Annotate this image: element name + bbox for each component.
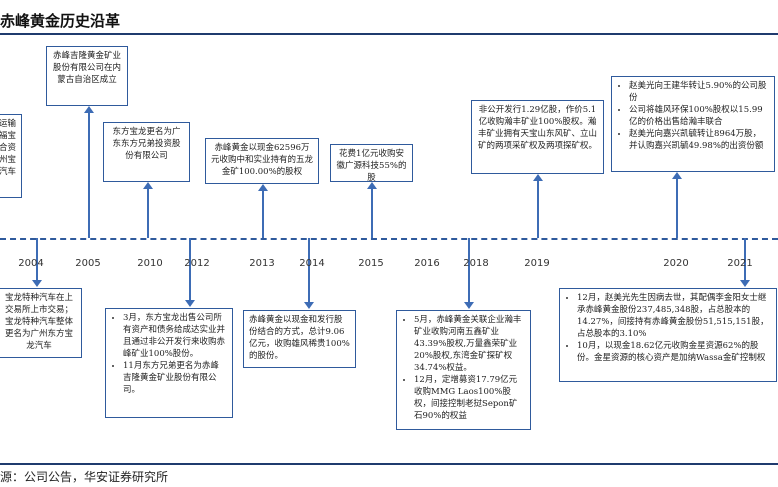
timeline-axis (0, 238, 778, 240)
year-label: 2010 (137, 258, 163, 269)
year-label: 2015 (358, 258, 384, 269)
connector-2012 (189, 238, 191, 300)
connector-2013 (262, 190, 264, 238)
connector-2021 (744, 238, 746, 280)
connector-2005 (88, 112, 90, 238)
connector-2015 (371, 188, 373, 238)
event-box-top-4: 花费1亿元收购安徽广源科技55%的股 (330, 144, 413, 182)
year-label: 2019 (524, 258, 550, 269)
connector-2018 (468, 238, 470, 303)
arrow-2014 (304, 302, 314, 309)
source-note: 源：公司公告，华安证券研究所 (0, 470, 169, 484)
event-bottom-1-item-0: 3月，东方宝龙出售公司所有资产和债务给成达实业并且通过非公开发行来收购赤峰矿业1… (123, 312, 227, 360)
event-box-bottom-3: 5月，赤峰黄金关联企业瀚丰矿业收购河南五鑫矿业43.39%股权,万量鑫荣矿业20… (396, 310, 531, 430)
connector-2010 (147, 188, 149, 238)
event-bottom-4-item-1: 10月，以现金18.62亿元收购金星资源62%的股份。金星资源的核心资产是加纳W… (577, 340, 771, 364)
event-box-top-1: 赤峰吉隆黄金矿业股份有限公司在内蒙古自治区成立 (46, 46, 128, 106)
year-label: 2018 (463, 258, 489, 269)
arrow-2020 (672, 172, 682, 179)
year-label: 2021 (727, 258, 753, 269)
arrow-2012 (185, 300, 195, 307)
event-box-top-3: 赤峰黄金以现金62596万元收购中和实业持有的五龙金矿100.00%的股权 (205, 138, 319, 184)
arrow-2015 (367, 182, 377, 189)
event-box-bottom-2: 赤峰黄金以现金和发行股份结合的方式，总计9.06亿元，收购雄风稀贵100%的股份… (243, 310, 356, 368)
arrow-2013 (258, 184, 268, 191)
year-label: 2020 (663, 258, 689, 269)
event-bottom-1-item-1: 11月东方兄弟更名为赤峰吉隆黄金矿业股份有限公司。 (123, 360, 227, 396)
year-label: 2014 (299, 258, 325, 269)
event-top-6-item-0: 赵美光向王建华转让5.90%的公司股份 (629, 80, 769, 104)
connector-2004 (36, 238, 38, 280)
arrow-2019 (533, 174, 543, 181)
arrow-2021 (740, 280, 750, 287)
arrow-2004 (32, 280, 42, 287)
event-top-6-item-1: 公司将雄风环保100%股权以15.99亿的价格出售给瀚丰联合 (629, 104, 769, 128)
year-label: 2004 (18, 258, 44, 269)
arrow-2010 (143, 182, 153, 189)
title-underline (0, 33, 778, 35)
connector-2014 (308, 238, 310, 303)
event-box-bottom-0: 宝龙特种汽车在上交易所上市交易；宝龙特种汽车整体更名为广州东方宝龙汽车 (0, 288, 82, 358)
connector-2019 (537, 180, 539, 238)
event-box-top-0: 运输 福宝 合资 州宝 汽车 (0, 114, 22, 198)
year-label: 2016 (414, 258, 440, 269)
event-box-top-2: 东方宝龙更名为广东东方兄弟投资股份有限公司 (103, 122, 190, 182)
year-label: 2005 (75, 258, 101, 269)
footer-rule (0, 463, 778, 465)
arrow-2005 (84, 106, 94, 113)
year-label: 2012 (184, 258, 210, 269)
event-box-bottom-4: 12月，赵美光先生因病去世，其配偶李金阳女士继承赤峰黄金股份237,485,34… (559, 288, 777, 382)
event-bottom-4-item-0: 12月，赵美光先生因病去世，其配偶李金阳女士继承赤峰黄金股份237,485,34… (577, 292, 771, 340)
event-top-6-item-2: 赵美光向嘉兴凯毓转让8964万股，并认购嘉兴凯毓49.98%的出资份额 (629, 128, 769, 152)
connector-2020 (676, 178, 678, 238)
page-title: 赤峰黄金历史沿革 (0, 12, 121, 30)
year-label: 2013 (249, 258, 275, 269)
event-bottom-3-item-0: 5月，赤峰黄金关联企业瀚丰矿业收购河南五鑫矿业43.39%股权,万量鑫荣矿业20… (414, 314, 525, 374)
event-box-top-6: 赵美光向王建华转让5.90%的公司股份 公司将雄风环保100%股权以15.99亿… (611, 76, 775, 172)
event-box-top-5: 非公开发行1.29亿股，作价5.1亿收购瀚丰矿业100%股权。瀚丰矿业拥有天宝山… (471, 100, 604, 174)
event-box-bottom-1: 3月，东方宝龙出售公司所有资产和债务给成达实业并且通过非公开发行来收购赤峰矿业1… (105, 308, 233, 418)
event-bottom-3-item-1: 12月，定增募资17.79亿元收购MMG Laos100%股权，间接控制老挝Se… (414, 374, 525, 422)
arrow-2018 (464, 302, 474, 309)
